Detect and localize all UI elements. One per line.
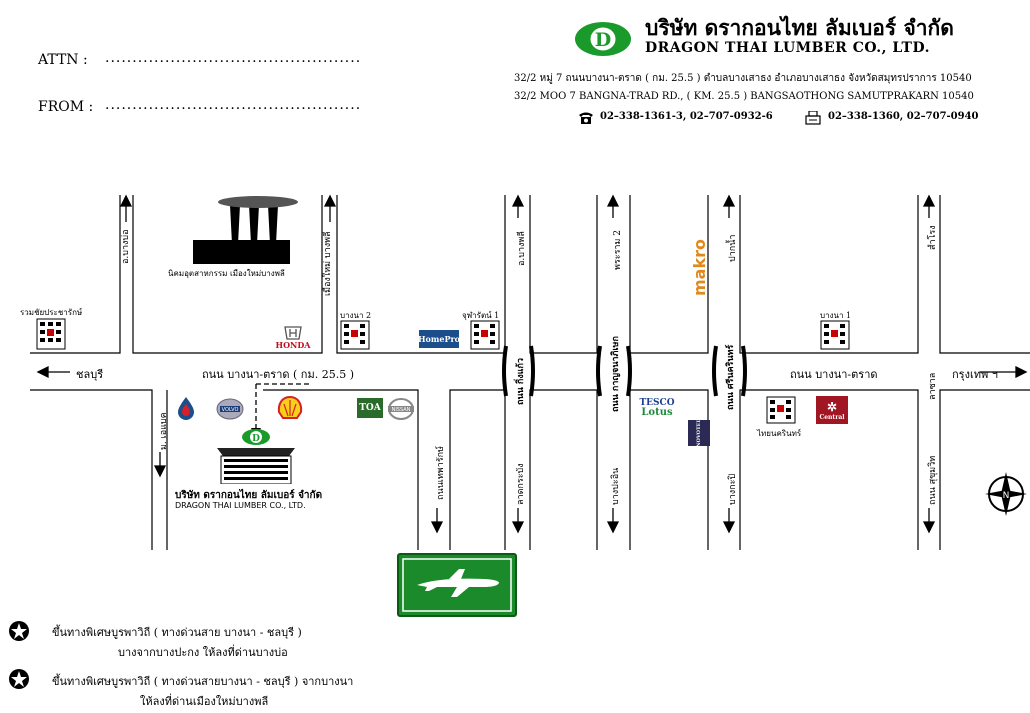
road-bangpain-label: บางปะอิน bbox=[611, 467, 621, 505]
honda-logo: HONDA bbox=[275, 326, 311, 350]
main-road-right-label: ถนน บางนา-ตราด bbox=[790, 368, 878, 381]
note-2-line-2: ให้ลงที่ด่านเมืองใหม่บางพลี bbox=[140, 695, 269, 708]
phone-icon bbox=[578, 110, 594, 124]
road-ladkrabang-label: ลาดกระบัง bbox=[516, 463, 526, 505]
fax-numbers: 02–338-1360, 02–707-0940 bbox=[828, 111, 979, 122]
hospital-bangna2-label: บางนา 2 bbox=[340, 311, 372, 320]
hospital-chularat-label: จุฬารัตน์ 1 bbox=[462, 311, 500, 320]
road-bangphli-label: อ.บางพลี bbox=[517, 231, 527, 266]
hospital-icon bbox=[470, 320, 500, 350]
road-kingkaew-label: ถนน กิ่งแก้ว bbox=[516, 357, 526, 405]
road-sukhumvit-label: ถนน สุขุมวิท bbox=[928, 455, 938, 505]
homepro-label: HomePro bbox=[418, 334, 461, 344]
road-abac-label: ม. เอแบค bbox=[159, 412, 169, 450]
road-samrong-label: สำโรง bbox=[928, 225, 938, 250]
road-edge bbox=[629, 389, 709, 550]
airport-sign bbox=[397, 553, 517, 617]
company-building-icon bbox=[217, 448, 295, 485]
toa-logo: TOA bbox=[357, 398, 383, 418]
road-kanchana-label: ถนน กาญจนาภิเษก bbox=[611, 336, 621, 412]
to-bangkok-label: กรุงเทพ ฯ bbox=[952, 368, 998, 381]
company-name-th: บริษัท ดรากอนไทย ลัมเบอร์ จำกัด bbox=[645, 15, 954, 40]
hospital-icon bbox=[766, 396, 796, 424]
road-edge bbox=[30, 195, 121, 354]
road-edge bbox=[132, 195, 323, 354]
nissan-label: NISSAN bbox=[392, 407, 411, 413]
road-paknam-label: ปากน้ำ bbox=[728, 234, 738, 262]
toa-label: TOA bbox=[359, 403, 381, 413]
road-edge bbox=[739, 195, 919, 354]
road-edge bbox=[30, 389, 153, 550]
note-2-line-1: ขึ้นทางพิเศษบูรพาวิถี ( ทางด่วนสายบางนา … bbox=[52, 675, 354, 688]
road-edge bbox=[529, 195, 598, 354]
company-map-label-en: DRAGON THAI LUMBER CO., LTD. bbox=[175, 501, 306, 510]
industrial-estate-label: นิคมอุตสาหกรรม เมืองใหม่บางพลี bbox=[168, 269, 285, 278]
central-label: Central bbox=[819, 413, 845, 421]
factory-icon bbox=[193, 196, 298, 264]
company-logo: D bbox=[574, 21, 632, 57]
hospital-thainakarin-label: ไทยนครินทร์ bbox=[757, 429, 802, 438]
star-bullet-icon bbox=[8, 668, 30, 690]
compass-letter: N bbox=[1003, 491, 1010, 501]
hospital-icon bbox=[820, 320, 850, 350]
honda-label: HONDA bbox=[275, 340, 311, 350]
road-edge bbox=[263, 389, 419, 550]
tesco-lotus-logo: TESCO Lotus bbox=[637, 397, 677, 419]
main-road-left-label: ถนน บางนา-ตราด ( กม. 25.5 ) bbox=[202, 368, 354, 381]
road-bangkapi-label: บางกะปิ bbox=[728, 473, 738, 505]
hospital-ruamchai-label: รวมชัยประชารักษ์ bbox=[20, 308, 83, 317]
address-en: 32/2 MOO 7 BANGNA-TRAD RD., ( KM. 25.5 )… bbox=[514, 91, 974, 102]
attn-label: ATTN : bbox=[38, 52, 88, 68]
novotel-label: NOVOTEL bbox=[696, 418, 703, 448]
road-edge bbox=[336, 195, 506, 354]
road-muangmai-label: เมืองใหม่ บางพลี bbox=[323, 231, 333, 296]
road-edge bbox=[629, 195, 709, 354]
fax-icon bbox=[805, 110, 821, 125]
company-name-en: DRAGON THAI LUMBER CO., LTD. bbox=[645, 40, 930, 56]
novotel-logo: NOVOTEL bbox=[688, 418, 710, 448]
airplane-icon bbox=[402, 558, 512, 612]
nissan-logo: NISSAN bbox=[387, 398, 415, 420]
road-edge bbox=[939, 389, 1030, 550]
phone-numbers: 02–338-1361-3, 02–707-0932-6 bbox=[600, 111, 773, 122]
company-map-label-th: บริษัท ดรากอนไทย ลัมเบอร์ จำกัด bbox=[175, 490, 323, 501]
road-phraram2-label: พระราม 2 bbox=[613, 229, 623, 270]
tesco-label: TESCO bbox=[639, 397, 675, 408]
road-theparak-label: ถนนเทพารักษ์ bbox=[436, 446, 446, 500]
address-th: 32/2 หมู่ 7 ถนนบางนา-ตราด ( กม. 25.5 ) ต… bbox=[514, 73, 972, 84]
shell-logo bbox=[277, 395, 303, 420]
hospital-icon bbox=[340, 320, 370, 350]
road-edge bbox=[529, 389, 598, 550]
from-label: FROM : bbox=[38, 99, 94, 115]
attn-field[interactable]: ........................................… bbox=[105, 50, 362, 66]
road-edge bbox=[739, 389, 919, 550]
homepro-logo: HomePro bbox=[418, 330, 461, 348]
road-bangbo-label: อ.บางบ่อ bbox=[121, 229, 131, 264]
volvo-logo: VOLVO bbox=[216, 398, 244, 420]
road-lasalle-label: ลาซาล bbox=[928, 372, 938, 400]
note-1-line-2: บางจากบางปะกง ให้ลงที่ด่านบางบ่อ bbox=[118, 646, 288, 659]
note-1-line-1: ขึ้นทางพิเศษบูรพาวิถี ( ทางด่วนสาย บางนา… bbox=[52, 626, 302, 639]
hospital-icon bbox=[36, 318, 66, 350]
ptt-icon bbox=[176, 396, 196, 420]
compass-icon: N bbox=[985, 468, 1027, 520]
logo-letter: D bbox=[595, 29, 611, 51]
from-field[interactable]: ........................................… bbox=[105, 97, 362, 113]
road-edge bbox=[449, 389, 506, 550]
road-srinakarin-label: ถนน ศรีนครินทร์ bbox=[726, 344, 736, 410]
central-logo: ✲Central bbox=[816, 396, 848, 424]
company-map-logo-letter: D bbox=[252, 434, 260, 444]
lotus-label: Lotus bbox=[641, 406, 673, 418]
makro-logo: makro bbox=[690, 239, 709, 296]
star-bullet-icon bbox=[8, 620, 30, 642]
volvo-label: VOLVO bbox=[222, 407, 239, 413]
to-chonburi-label: ชลบุรี bbox=[76, 368, 104, 381]
company-map-logo: D bbox=[241, 428, 271, 446]
road-edge bbox=[939, 195, 1030, 354]
hospital-bangna1-label: บางนา 1 bbox=[820, 311, 852, 320]
